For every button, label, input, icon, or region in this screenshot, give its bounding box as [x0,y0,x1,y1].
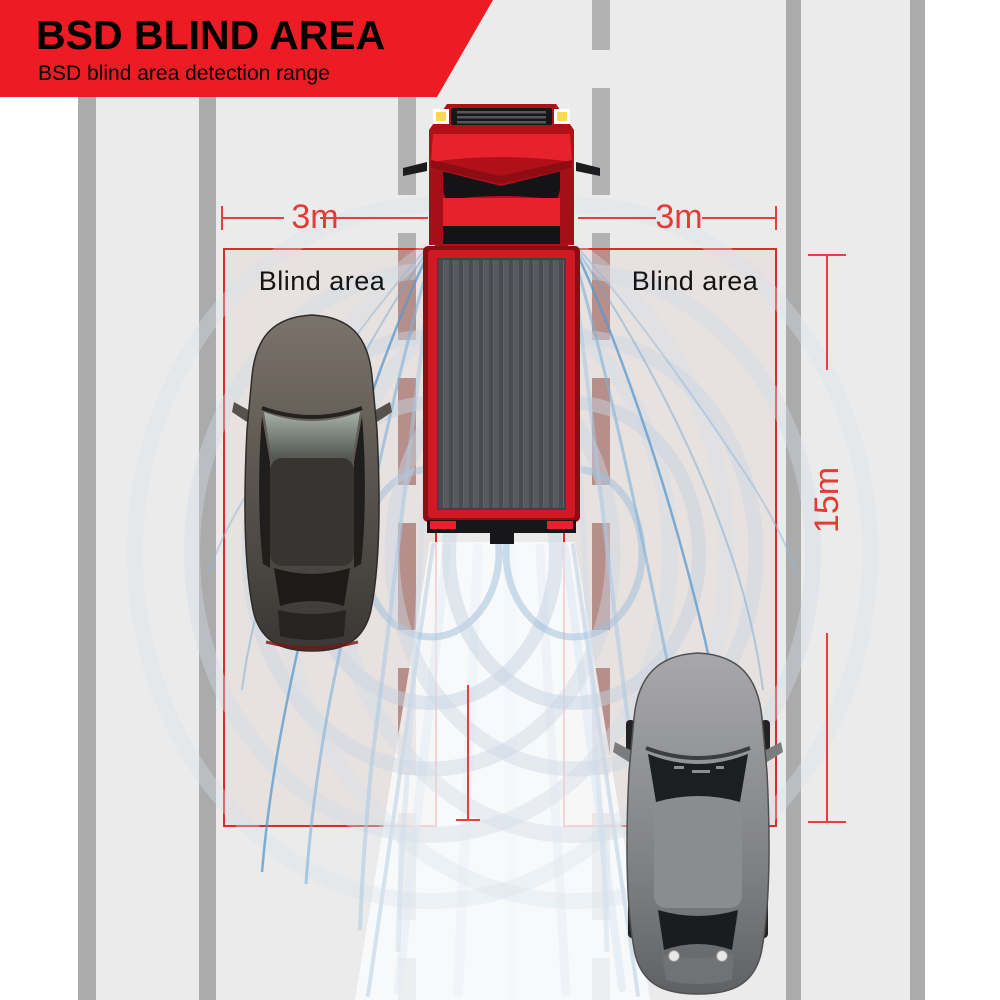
dim-15m-label: 15m [807,466,846,534]
truck-rear-bumper [427,520,576,544]
dim-15m-tick-top [808,254,846,256]
lane-line-inner-left [199,0,216,1000]
dim-rear-center-tick [456,819,480,821]
blind-area-left-label: Blind area [258,266,386,296]
dim-3m-left-line-b [320,217,428,219]
dim-3m-right-label: 3m [655,198,703,236]
dim-3m-left-tick [221,206,223,230]
car-right-sensor-left [668,950,680,962]
truck-top-view [403,104,600,544]
dim-3m-right-line-b [702,217,776,219]
dim-15m-line-top [826,255,828,370]
dim-3m-left-line-a [222,217,284,219]
lane-line-inner-right [786,0,801,1000]
truck-cargo-bed [423,246,580,522]
lane-line-outer-right [910,0,925,1000]
truck-mirrors [403,162,600,176]
car-right-top-view [613,652,783,995]
banner-title: BSD BLIND AREA [36,12,386,58]
dim-3m-right-line-a [578,217,656,219]
dim-3m-left-label: 3m [291,198,339,236]
truck-cab [429,104,574,249]
dim-15m-line-bottom [826,633,828,822]
dim-rear-center-line [467,685,469,820]
title-banner: BSD BLIND AREA BSD blind area detection … [0,0,493,97]
car-left-roof [270,458,354,566]
car-right-trunk [662,954,734,984]
blind-area-right-label: Blind area [631,266,759,296]
dim-15m-tick-bottom [808,821,846,823]
car-left-trunk [278,610,346,640]
lane-line-outer-left [78,0,96,1000]
car-right-roof [654,800,742,908]
dim-3m-right-tick [775,206,777,230]
banner-subtitle: BSD blind area detection range [38,62,330,85]
car-right-rear-window [658,910,738,950]
car-left-top-view [232,314,392,652]
car-right-sensor-right [716,950,728,962]
